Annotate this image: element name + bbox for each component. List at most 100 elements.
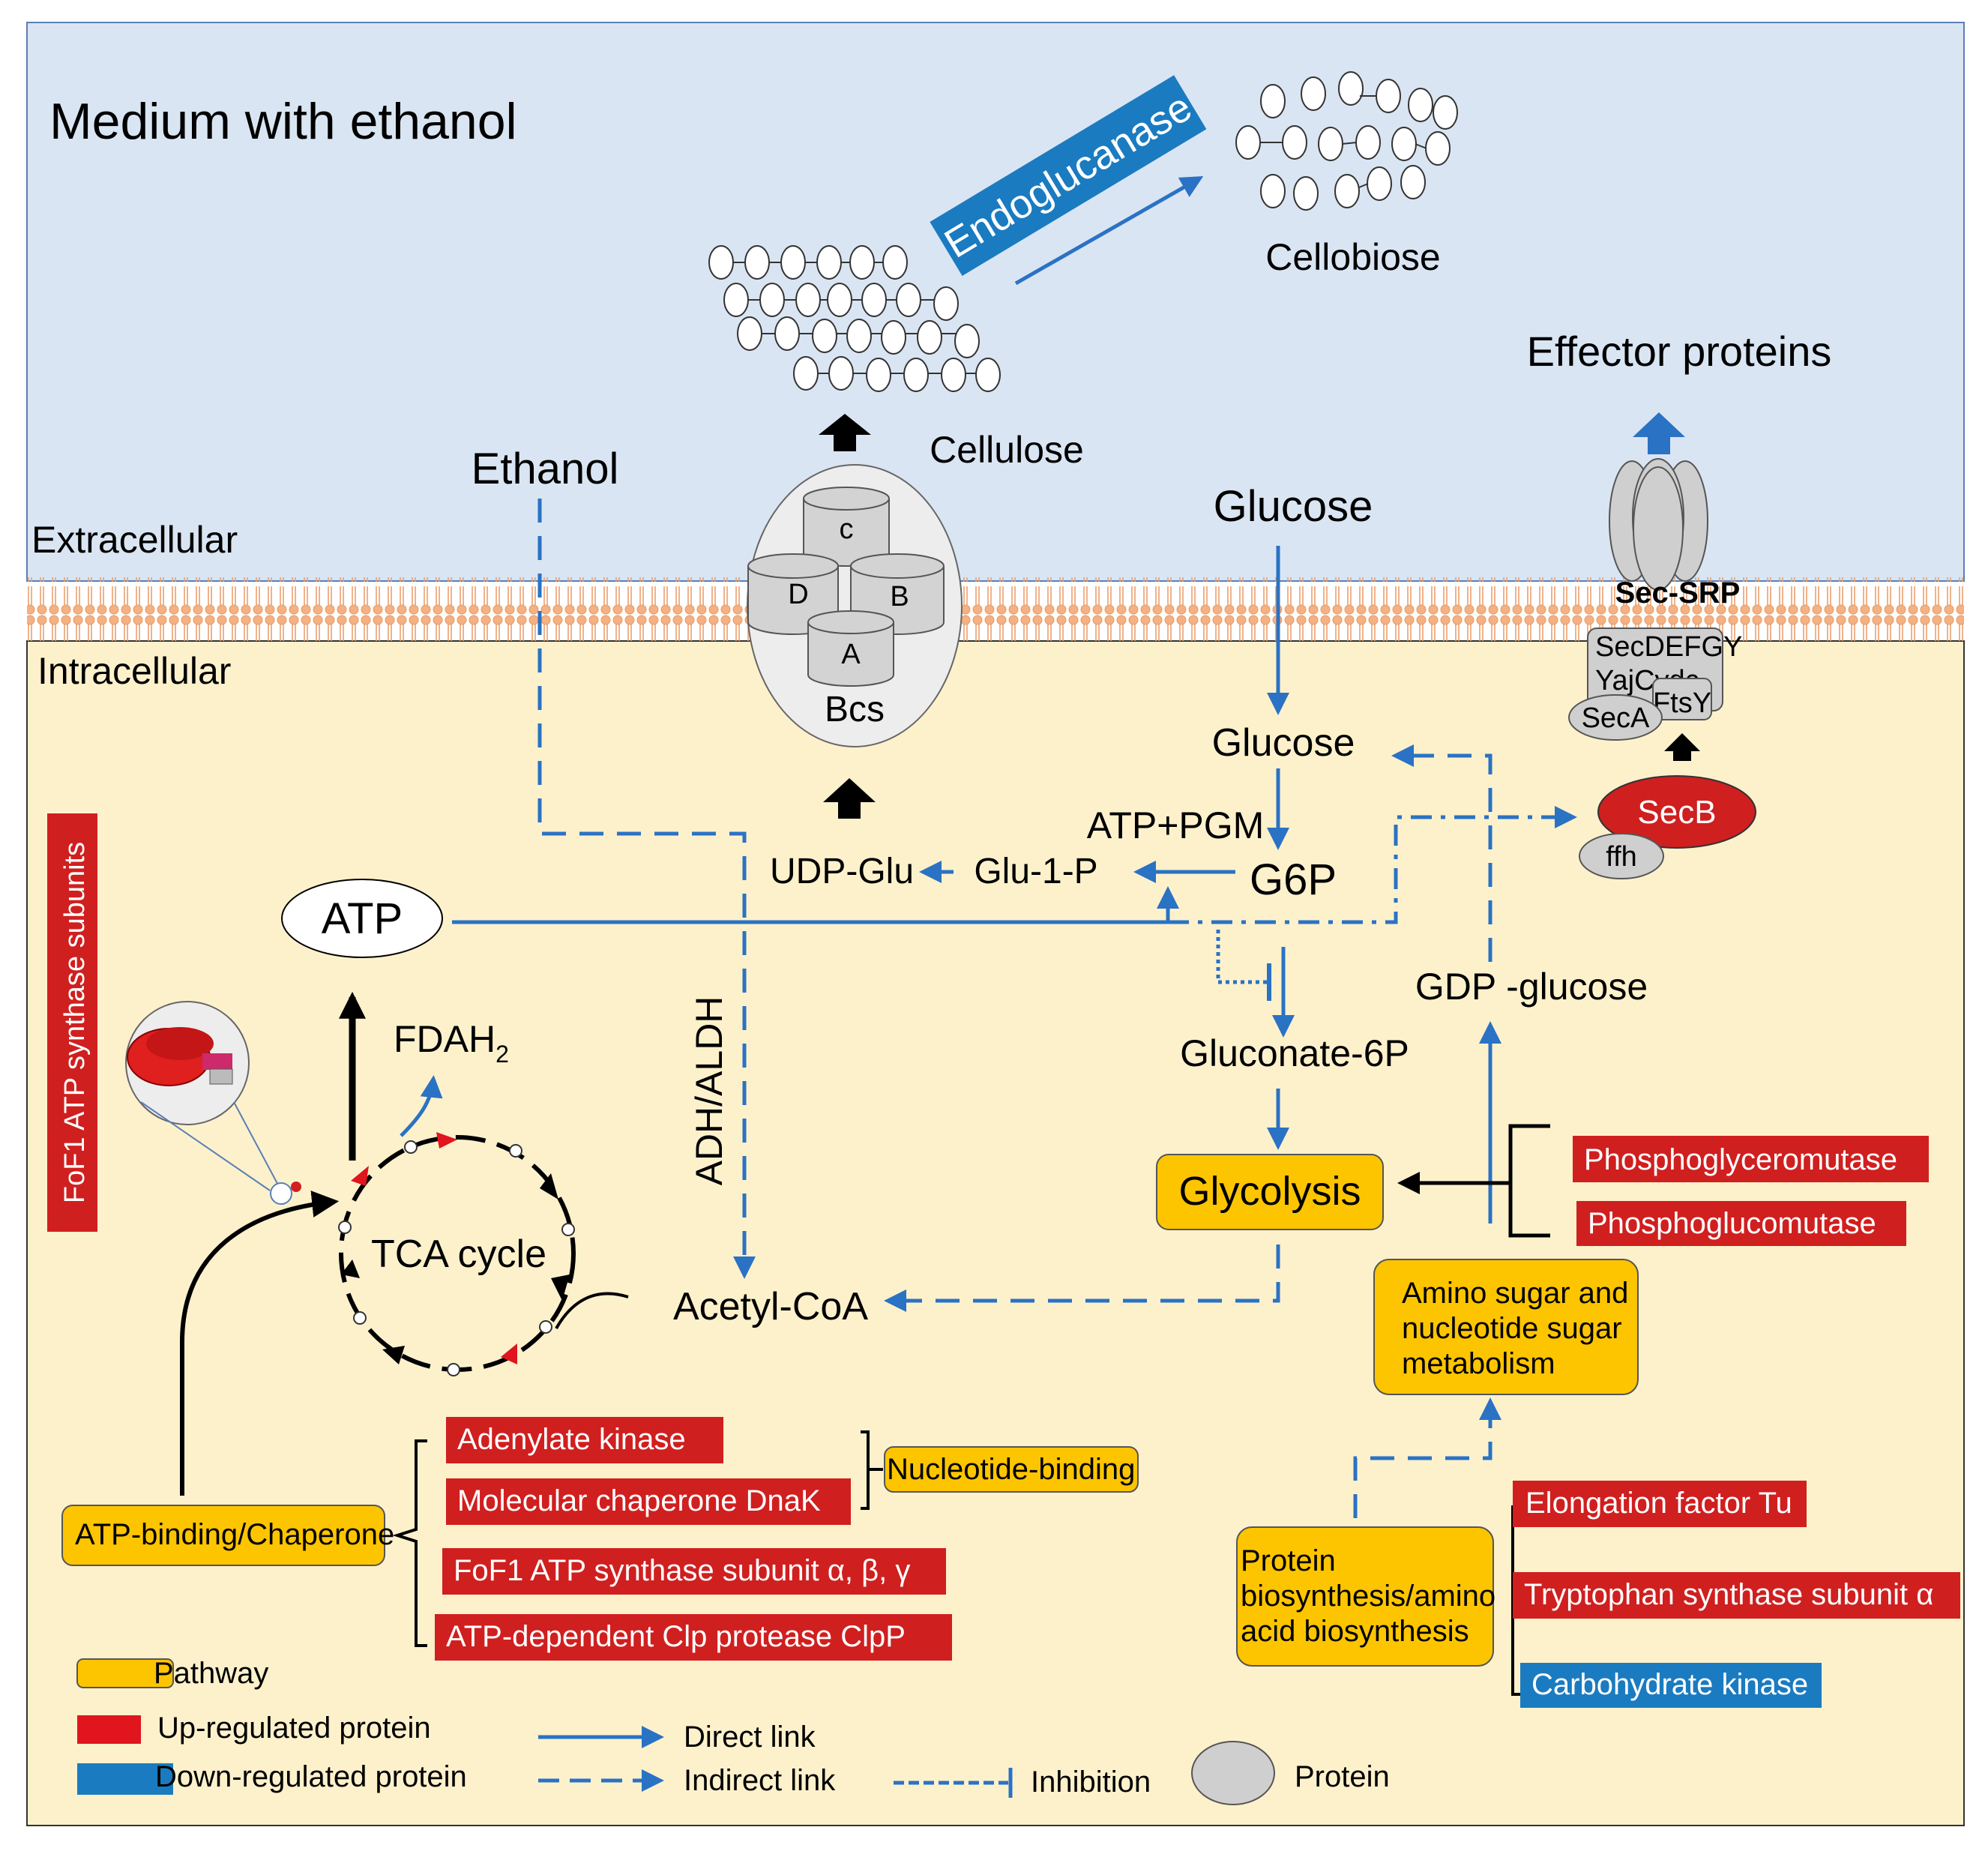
dnak-box[interactable] (446, 1478, 851, 1525)
seca-label: SecA (1582, 702, 1650, 734)
legend-down-label: Down-regulated protein (155, 1760, 467, 1793)
legend-indirect-label: Indirect link (684, 1764, 836, 1797)
ffh-protein[interactable] (1579, 833, 1664, 879)
carb-kinase-label: Carbohydrate kinase (1531, 1668, 1808, 1701)
legend-protein-label: Protein (1295, 1760, 1390, 1793)
amino-sugar-pathway[interactable] (1373, 1259, 1639, 1395)
acetyl-coa-label: Acetyl-CoA (673, 1285, 868, 1328)
bcs-to-cellulose-arrow (819, 414, 871, 451)
nucleotide-binding-label: Nucleotide-binding (887, 1453, 1135, 1486)
cellobiose-label: Cellobiose (1265, 236, 1440, 278)
secb-label: SecB (1637, 794, 1716, 831)
nucleotide-bracket (861, 1430, 883, 1510)
gdp-glucose-label: GDP -glucose (1415, 966, 1648, 1008)
gdp-to-glucose-link (1391, 744, 1492, 962)
phospho-bracket (1477, 1124, 1550, 1238)
glu1p-label: Glu-1-P (974, 852, 1097, 891)
bcs-d-label: D (788, 579, 808, 610)
chaperone-to-tca-arrow (180, 1191, 340, 1496)
fof1-subunit-label: FoF1 ATP synthase subunit α, β, γ (454, 1554, 910, 1587)
legend-direct-label: Direct link (684, 1721, 816, 1754)
atp-pgm-label: ATP+PGM (1087, 804, 1265, 846)
protein-bio-line1: Protein (1241, 1544, 1336, 1577)
ethanol-label: Ethanol (472, 445, 619, 493)
cellobiose-molecules (1235, 71, 1458, 211)
g6p-label: G6P (1250, 855, 1337, 904)
gluconate-label: Gluconate-6P (1180, 1032, 1409, 1074)
ffh-label: ffh (1606, 841, 1637, 873)
ftsy-label: FtsY (1653, 687, 1711, 719)
ethanol-indirect-link (537, 499, 756, 1279)
trp-synthase-label: Tryptophan synthase subunit α (1524, 1578, 1933, 1611)
acetylcoa-into-tca (555, 1292, 629, 1329)
bcs-label: Bcs (825, 690, 885, 729)
legend-inhibition-label: Inhibition (1031, 1766, 1151, 1799)
legend: Pathway Up-regulated protein Down-regula… (76, 1657, 1390, 1805)
seca-protein[interactable] (1568, 694, 1663, 741)
fof1-magnifier (125, 1001, 301, 1205)
endoglucanase-arrow (1014, 176, 1204, 286)
clpp-label: ATP-dependent Clp protease ClpP (446, 1620, 906, 1653)
adenylate-kinase-box[interactable] (446, 1417, 723, 1463)
legend-protein-swatch (1191, 1741, 1275, 1805)
udp-glu-label: UDP-Glu (770, 852, 914, 891)
carb-kinase-box[interactable] (1520, 1663, 1822, 1708)
protein-to-aminosugar-link (1353, 1397, 1501, 1518)
fdah2-subscript: 2 (496, 1041, 509, 1068)
atp-binding-pathway[interactable] (61, 1505, 385, 1566)
extracellular-label: Extracellular (31, 519, 238, 561)
tca-to-fdah2-arrow (400, 1075, 443, 1137)
nucleotide-binding-pathway[interactable] (884, 1446, 1139, 1493)
bcs-c-label: c (840, 514, 854, 545)
protein-bio-line2: biosynthesis/amino (1241, 1580, 1495, 1613)
amino-sugar-line1: Amino sugar and (1402, 1277, 1628, 1310)
atp-label: ATP (322, 894, 403, 943)
legend-down-swatch (77, 1763, 173, 1795)
secb-protein[interactable] (1597, 775, 1756, 849)
protein-bio-line3: acid biosynthesis (1241, 1615, 1469, 1648)
fof1-side-label: FoF1 ATP synthase subunits (59, 842, 91, 1203)
effector-proteins-label: Effector proteins (1527, 328, 1832, 375)
adh-aldh-label: ADH/ALDH (688, 996, 730, 1186)
ef-tu-label: Elongation factor Tu (1525, 1487, 1792, 1520)
legend-up-label: Up-regulated protein (157, 1712, 431, 1745)
amino-sugar-line2: nucleotide sugar (1402, 1312, 1622, 1345)
trp-synthase-box[interactable] (1513, 1572, 1960, 1619)
fof1-subunit-box[interactable] (442, 1548, 946, 1595)
bcs-a-label: A (841, 639, 861, 670)
atp-binding-label: ATP-binding/Chaperone (75, 1518, 394, 1551)
ef-tu-box[interactable] (1513, 1481, 1807, 1527)
chaperone-bracket (392, 1439, 427, 1647)
bcs-subunits (747, 487, 945, 687)
ftsy-box[interactable] (1652, 678, 1712, 720)
legend-pathway-label: Pathway (154, 1657, 268, 1690)
tca-cycle[interactable] (338, 1132, 576, 1376)
glucose-in-label: Glucose (1212, 721, 1355, 765)
secb-to-sec-arrow (1664, 733, 1700, 761)
legend-up-swatch (77, 1715, 141, 1744)
medium-title: Medium with ethanol (49, 93, 517, 150)
clpp-box[interactable] (435, 1614, 952, 1661)
inhibition-dotted (1216, 930, 1267, 984)
legend-pathway-swatch (76, 1658, 174, 1688)
fdah2-label: FDAH2 (394, 1018, 509, 1068)
phosphoglucomutase-label: Phosphoglucomutase (1588, 1207, 1876, 1240)
g6p-to-secb-link (1168, 806, 1577, 924)
atp-node[interactable] (281, 879, 443, 958)
fof1-side-box[interactable] (47, 813, 97, 1232)
phosphoglucomutase-box[interactable] (1576, 1201, 1906, 1246)
protein-biosynthesis-pathway[interactable] (1236, 1526, 1494, 1667)
glycolysis-pathway[interactable] (1156, 1154, 1384, 1230)
intracellular-label: Intracellular (37, 650, 231, 692)
phosphoglyceromutase-box[interactable] (1573, 1136, 1929, 1182)
secdefgy-label: SecDEFGY (1595, 631, 1742, 663)
glycolysis-label: Glycolysis (1178, 1169, 1361, 1214)
glycolysis-to-acetylcoa-link (884, 1244, 1280, 1312)
adenylate-kinase-label: Adenylate kinase (457, 1423, 686, 1456)
effector-arrow[interactable] (1633, 412, 1685, 454)
dnak-label: Molecular chaperone DnaK (457, 1484, 821, 1517)
sec-srp-label: Sec-SRP (1615, 577, 1741, 610)
sec-channel[interactable] (1609, 458, 1708, 591)
